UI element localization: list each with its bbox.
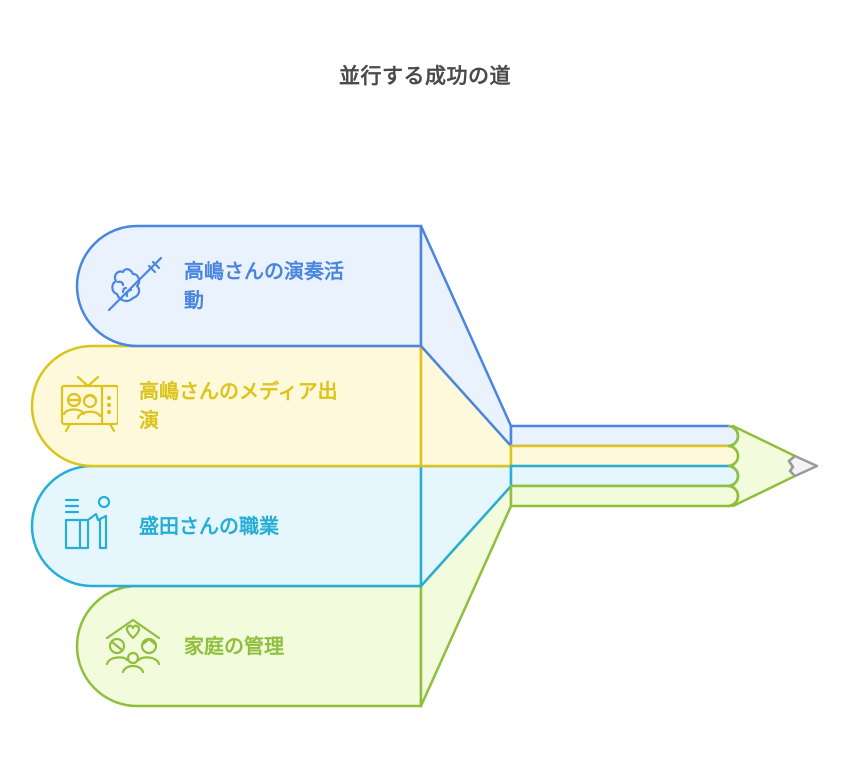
pencil-tip	[731, 424, 819, 508]
label-line: 家庭の管理	[184, 634, 284, 658]
household-bubble[interactable]	[75, 584, 423, 708]
stripe-media	[509, 444, 740, 468]
diagram-title: 並行する成功の道	[339, 64, 511, 88]
branch-career	[30, 464, 513, 588]
media-bubble[interactable]	[30, 344, 423, 468]
stripe-performance	[509, 424, 740, 448]
branch-label-media: 高嶋さんのメディア出 演	[139, 377, 338, 435]
label-line: 演	[139, 408, 159, 432]
pencil-wood	[731, 424, 797, 508]
label-line: 高嶋さんの演奏活	[184, 259, 344, 283]
career-bubble[interactable]	[30, 464, 423, 588]
label-line: 盛田さんの職業	[139, 514, 279, 538]
stripe-career	[509, 464, 740, 488]
branch-media	[30, 344, 513, 468]
pencil-lead	[787, 454, 819, 478]
stripe-household	[509, 484, 740, 508]
branch-label-performance: 高嶋さんの演奏活 動	[184, 257, 344, 315]
branch-label-career: 盛田さんの職業	[139, 512, 279, 541]
label-line: 動	[184, 288, 204, 312]
pencil-body	[509, 424, 740, 508]
branch-label-household: 家庭の管理	[184, 632, 284, 661]
desk-worker-icon	[64, 495, 111, 550]
violin-icon	[107, 256, 163, 312]
performance-bubble[interactable]	[75, 224, 423, 348]
family-home-icon	[105, 618, 161, 674]
label-line: 高嶋さんのメディア出	[139, 379, 338, 403]
branch-household	[75, 484, 513, 708]
pencil-ferrule	[727, 424, 740, 508]
television-icon	[60, 375, 118, 433]
